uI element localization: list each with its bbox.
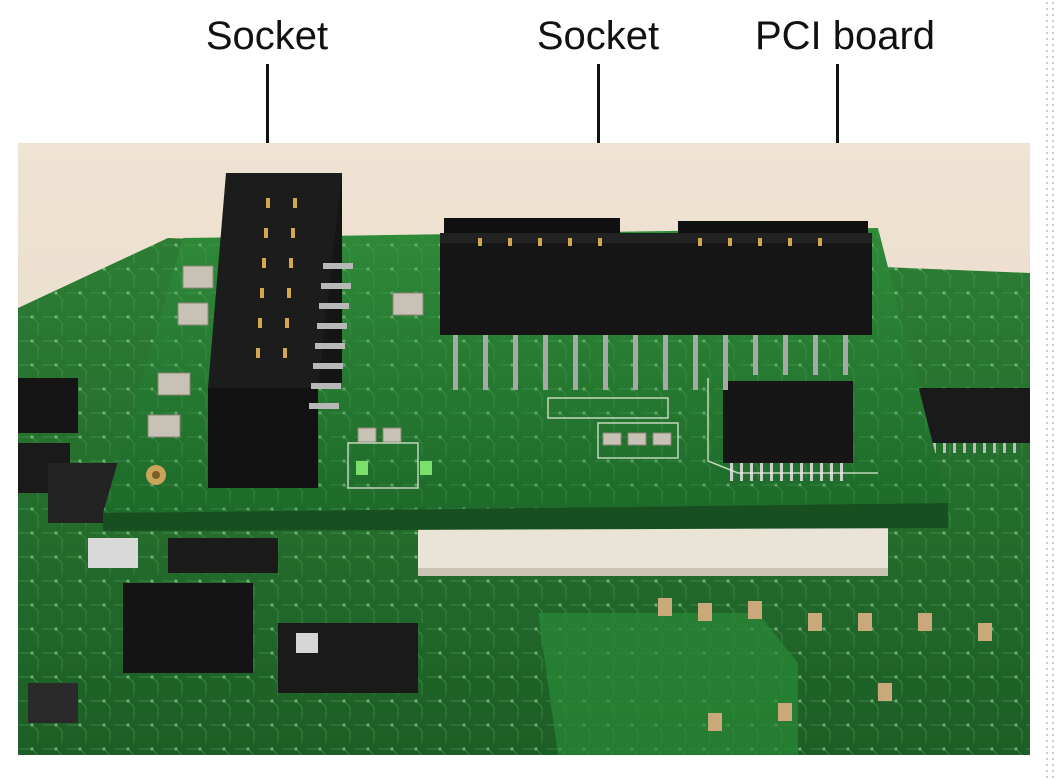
page-edge-pattern xyxy=(1044,0,1056,780)
circuit-board-photo xyxy=(18,143,1030,755)
socket-label-right: Socket xyxy=(536,14,660,58)
pci-board-label: PCI board xyxy=(754,14,936,58)
socket-label-left: Socket xyxy=(205,14,329,58)
